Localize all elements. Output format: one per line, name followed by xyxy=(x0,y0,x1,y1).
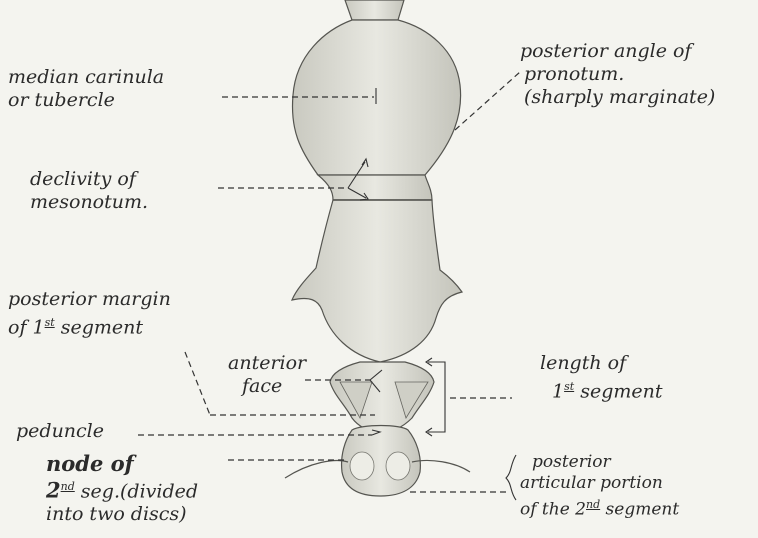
label-anterior-face: anterior face xyxy=(228,352,306,398)
label-node: node of 2nd seg.(divided into two discs) xyxy=(46,452,198,526)
label-peduncle: peduncle xyxy=(16,420,104,443)
label-posterior-angle: posterior angle of pronotum. (sharply ma… xyxy=(520,40,715,109)
neck-stub xyxy=(345,0,404,20)
label-posterior-margin: posterior margin of 1st segment xyxy=(8,288,171,339)
label-length: length of 1st segment xyxy=(540,352,663,403)
mesonotum xyxy=(318,175,432,200)
label-median-carinula: median carinula or tubercle xyxy=(8,66,164,112)
epinotum xyxy=(292,200,462,362)
label-posterior-articular: posterior articular portion of the 2nd s… xyxy=(520,452,679,521)
label-declivity: declivity of mesonotum. xyxy=(30,168,148,214)
